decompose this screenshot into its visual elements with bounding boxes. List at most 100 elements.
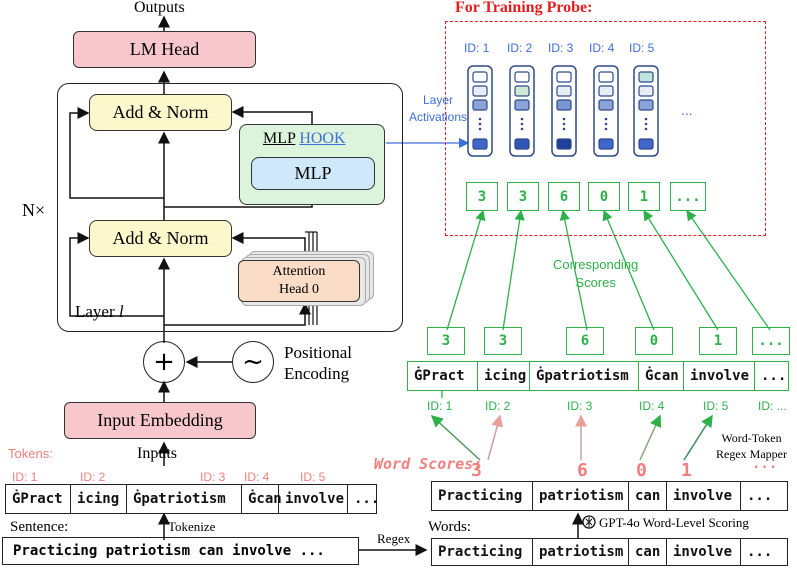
n-times-label: N× [22, 200, 46, 220]
mlp-block[interactable]: MLP [251, 157, 375, 190]
word-score: 0 [636, 460, 647, 481]
mapper-line1: Word-Token [721, 431, 782, 445]
arrow-to-attention [164, 302, 311, 326]
word-cell: can [629, 482, 667, 510]
gpt-icon [582, 515, 596, 529]
mapped-token-cell: icing [478, 362, 530, 390]
word-score: 1 [681, 460, 692, 481]
positional-encoding-label: Positional Encoding [284, 342, 352, 384]
layer-activations-label: Layer Activations [409, 92, 467, 126]
token-id-4: ID: 4 [244, 470, 270, 484]
probe-id: ID: 1 [464, 41, 490, 55]
positional-encoding-line2: Encoding [284, 364, 350, 383]
residual-bottom [69, 232, 164, 317]
mapped-token-cell: Ġpatriotism [530, 362, 639, 390]
layer-var: l [118, 302, 124, 321]
tokens-label: Tokens: [8, 446, 53, 461]
word-score: 6 [577, 460, 588, 481]
word-cell: Practicing [432, 482, 533, 510]
word-cell: ... [747, 488, 773, 504]
token-score-box: ... [752, 327, 790, 355]
probe-score-box: 3 [466, 182, 498, 211]
probe-id: ID: 5 [629, 41, 655, 55]
probe-ellipsis: ... [681, 102, 693, 118]
word-cell: Practicing [432, 539, 533, 565]
word-cell: can [629, 539, 667, 565]
probe-id: ID: 3 [548, 41, 574, 55]
corresponding-scores-label: Corresponding Scores [553, 256, 638, 292]
input-embedding-block[interactable]: Input Embedding [64, 402, 256, 439]
layer-label-text: Layer [75, 302, 115, 321]
token-score-box: 0 [635, 327, 673, 355]
token-row: ĠPract icing Ġpatriotism Ġcan involve ..… [5, 484, 380, 514]
layer-frame [57, 83, 403, 332]
corresponding-line2: Scores [575, 275, 616, 290]
token-cell: ĠPract [6, 485, 71, 513]
word-cell: patriotism [533, 539, 629, 565]
mapped-id: ID: 1 [427, 399, 453, 413]
word-cell: ... [747, 544, 773, 560]
mapped-id: ID: 3 [567, 399, 593, 413]
attention-head-block[interactable]: Attention Head 0 [238, 260, 360, 302]
word-cell: patriotism [533, 482, 629, 510]
sentence-box: Practicing patriotism can involve ... [2, 537, 359, 565]
attention-line1: Attention [272, 264, 326, 279]
probe-score-box: 6 [548, 182, 580, 211]
attention-line2: Head 0 [278, 282, 320, 297]
token-score-box: 6 [566, 327, 604, 355]
probe-score-box: 3 [507, 182, 539, 211]
token-id-3: ID: 3 [200, 470, 226, 484]
word-row-bottom-cells: Practicing patriotism can involve ... [432, 539, 787, 565]
token-id-2: ID: 2 [80, 470, 106, 484]
token-cell: Ġcan [242, 485, 282, 513]
token-cell: ... [354, 491, 380, 507]
inputs-label: Inputs [137, 445, 177, 462]
mapped-token-cell: Ġcan [639, 362, 684, 390]
word-row-bottom: Practicing patriotism can involve ... [431, 538, 788, 566]
token-score-box: 1 [699, 327, 737, 355]
word-cell: involve [667, 482, 741, 510]
word-scores-label: Word Scores: [374, 455, 483, 473]
token-cell: involve [279, 485, 348, 513]
outputs-label: Outputs [134, 0, 185, 16]
lm-head-block[interactable]: LM Head [73, 31, 256, 68]
layer-activations-line1: Layer [423, 93, 454, 107]
mapped-id: ID: 4 [639, 399, 665, 413]
plus-circle: + [143, 341, 185, 383]
mapped-token-row: ĠPract icing Ġpatriotism Ġcan involve ..… [407, 361, 789, 391]
mapper-line2: Regex Mapper [716, 447, 787, 461]
tilde-circle: ~ [232, 341, 274, 383]
token-id-5: ID: 5 [300, 470, 326, 484]
probe-score-box: ... [670, 182, 706, 211]
sentence-label: Sentence: [10, 519, 69, 535]
mapper-label: Word-Token Regex Mapper [716, 430, 787, 462]
layer-activations-line2: Activations [409, 110, 468, 124]
mapped-id: ID: ... [758, 399, 787, 413]
positional-encoding-line1: Positional [284, 343, 353, 362]
mapped-id: ID: 5 [703, 399, 729, 413]
probe-score-box: 0 [588, 182, 620, 211]
mapped-id: ID: 2 [485, 399, 511, 413]
words-label: Words: [428, 519, 471, 535]
mlp-hook-mlp-text: MLP [263, 130, 296, 147]
probe-frame [445, 21, 766, 236]
word-score: ... [752, 456, 778, 472]
corresponding-line1: Corresponding [553, 257, 639, 272]
gpt-scoring-label: GPT-4o Word-Level Scoring [599, 515, 749, 530]
add-norm-bottom[interactable]: Add & Norm [89, 220, 232, 257]
token-cell: icing [71, 485, 127, 513]
token-id-1: ID: 1 [12, 470, 38, 484]
regex-label: Regex [377, 531, 411, 546]
activation-columns [467, 65, 659, 157]
word-cell: involve [667, 539, 741, 565]
word-score: 3 [471, 460, 482, 481]
probe-score-box: 1 [628, 182, 660, 211]
token-score-box: 3 [484, 327, 522, 355]
probe-id: ID: 2 [507, 41, 533, 55]
add-norm-top[interactable]: Add & Norm [89, 94, 232, 131]
arrow-mlp-to-addnorm [231, 106, 313, 124]
mapped-token-cell: ... [761, 368, 787, 384]
tokenize-label: Tokenize [168, 519, 216, 534]
word-row-top: Practicing patriotism can involve ... [431, 481, 788, 511]
